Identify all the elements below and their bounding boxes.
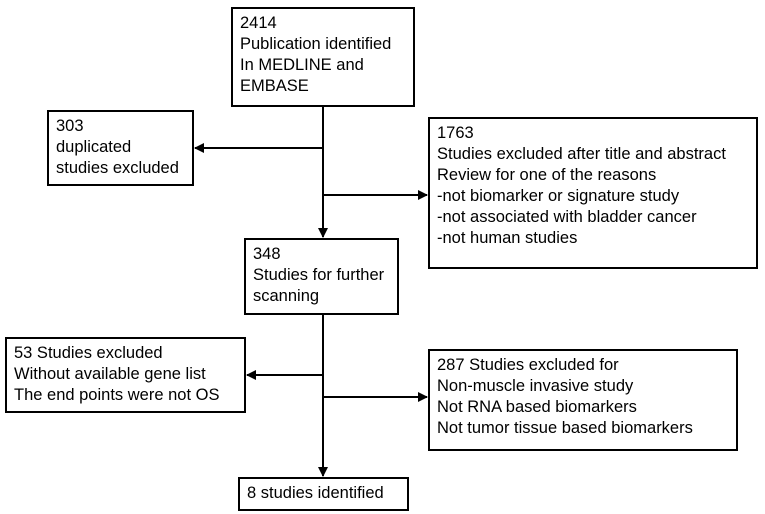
box-line: 348	[253, 245, 281, 263]
box-line: scanning	[253, 287, 320, 305]
box-line: 303	[56, 117, 84, 135]
box-line: Studies excluded after title and abstrac…	[437, 145, 726, 163]
box-excl-53: 53 Studies excluded Without available ge…	[5, 337, 246, 413]
box-identified: 2414 Publication identified In MEDLINE a…	[231, 7, 415, 107]
box-line: Studies for further	[253, 266, 385, 284]
box-line: 53 Studies excluded	[14, 344, 163, 362]
box-line: Review for one of the reasons	[437, 166, 657, 184]
box-line: Non-muscle invasive study	[437, 377, 634, 395]
box-duplicates: 303 duplicated studies excluded	[47, 110, 194, 186]
box-line: 8 studies identified	[247, 484, 384, 502]
box-line: Not tumor tissue based biomarkers	[437, 419, 693, 437]
box-line: studies excluded	[56, 159, 179, 177]
box-line: 2414	[240, 14, 277, 32]
box-excl-287: 287 Studies excluded for Non-muscle inva…	[428, 349, 738, 451]
box-final: 8 studies identified	[238, 477, 409, 511]
box-scanning: 348 Studies for further scanning	[244, 238, 399, 315]
box-line: Publication identified	[240, 35, 392, 53]
box-line: 1763	[437, 124, 474, 142]
box-line: The end points were not OS	[14, 386, 220, 404]
box-line: -not associated with bladder cancer	[437, 208, 697, 226]
box-line: Without available gene list	[14, 365, 206, 383]
box-title-excl: 1763 Studies excluded after title and ab…	[428, 117, 758, 269]
box-line: In MEDLINE and	[240, 56, 364, 74]
box-line: Not RNA based biomarkers	[437, 398, 637, 416]
box-line: -not biomarker or signature study	[437, 187, 680, 205]
box-line: duplicated	[56, 138, 132, 156]
box-line: 287 Studies excluded for	[437, 356, 619, 374]
box-line: EMBASE	[240, 77, 309, 95]
box-line: -not human studies	[437, 229, 578, 247]
